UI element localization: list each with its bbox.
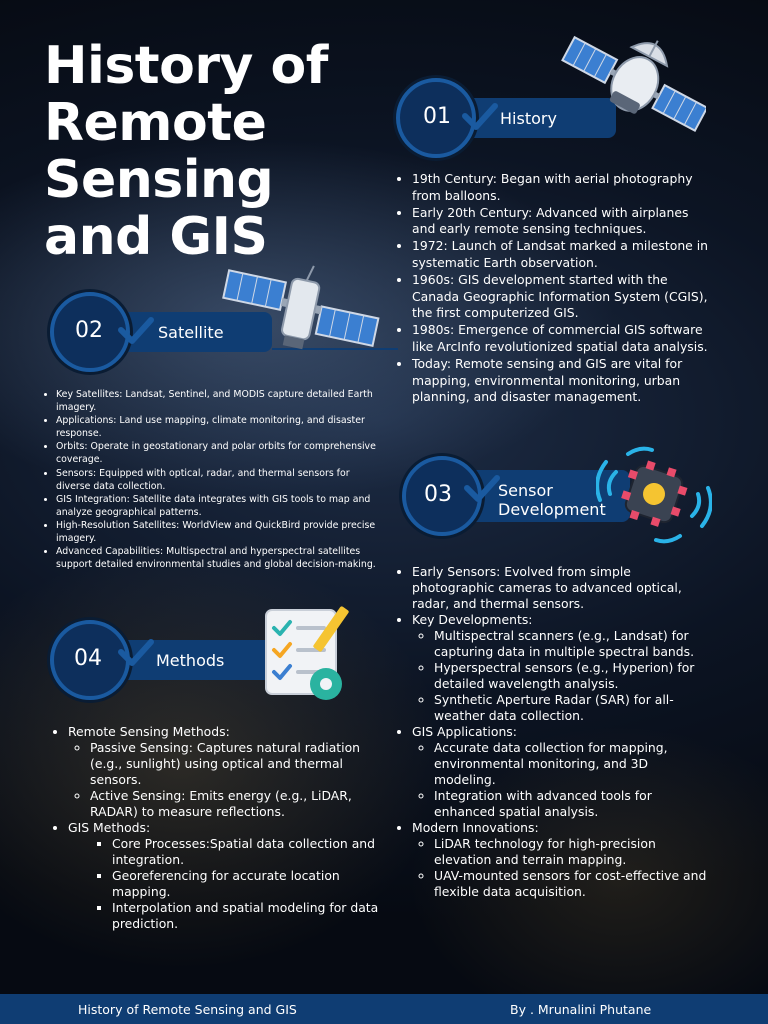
methods-list: Remote Sensing Methods: Passive Sensing:… (50, 724, 380, 932)
list-item: Key Satellites: Landsat, Sentinel, and M… (56, 388, 384, 414)
check-icon (462, 103, 498, 130)
list-item: 1980s: Emergence of commercial GIS softw… (412, 322, 712, 356)
list-item: 19th Century: Began with aerial photogra… (412, 171, 712, 205)
list-subitem: Integration with advanced tools for enha… (434, 788, 712, 820)
list-subitem: Synthetic Aperture Radar (SAR) for all-w… (434, 692, 712, 724)
list-subitem: Georeferencing for accurate location map… (112, 868, 380, 900)
section-badge-history: 01 History (396, 78, 626, 158)
checklist-icon (265, 606, 349, 700)
list-subitem: LiDAR technology for high-precision elev… (434, 836, 712, 868)
section-label: Methods (156, 651, 225, 670)
section-label: History (500, 109, 557, 128)
list-subitem: Interpolation and spatial modeling for d… (112, 900, 380, 932)
section-badge-methods: 04 Methods (50, 620, 290, 700)
list-item: Early 20th Century: Advanced with airpla… (412, 205, 712, 239)
check-icon (118, 639, 154, 666)
satellite-icon (222, 265, 380, 350)
list-item: Sensors: Equipped with optical, radar, a… (56, 467, 384, 493)
section-number: 04 (74, 646, 102, 671)
section-number: 02 (75, 318, 103, 343)
satellite-dish-icon (561, 35, 706, 132)
list-subitem: UAV-mounted sensors for cost-effective a… (434, 868, 712, 900)
list-item-title: Remote Sensing Methods: (68, 724, 230, 739)
list-item: Modern Innovations: LiDAR technology for… (412, 820, 712, 900)
history-list: 19th Century: Began with aerial photogra… (394, 171, 712, 406)
list-item: Remote Sensing Methods: Passive Sensing:… (68, 724, 380, 820)
check-icon (118, 317, 154, 344)
list-item: Applications: Land use mapping, climate … (56, 414, 384, 440)
list-subitem: Accurate data collection for mapping, en… (434, 740, 712, 788)
list-item: Advanced Capabilities: Multispectral and… (56, 545, 384, 571)
footer-author: By . Mrunalini Phutane (510, 1002, 652, 1017)
list-item: GIS Integration: Satellite data integrat… (56, 493, 384, 519)
list-item-title: GIS Applications: (412, 724, 517, 739)
check-icon (464, 475, 500, 502)
list-item: Key Developments: Multispectral scanners… (412, 612, 712, 724)
list-item: Early Sensors: Evolved from simple photo… (412, 564, 712, 612)
sensor-list: Early Sensors: Evolved from simple photo… (394, 564, 712, 900)
list-item: 1960s: GIS development started with the … (412, 272, 712, 322)
list-subitem: Multispectral scanners (e.g., Landsat) f… (434, 628, 712, 660)
list-item: GIS Applications: Accurate data collecti… (412, 724, 712, 820)
section-number: 01 (423, 104, 451, 129)
list-subitem: Active Sensing: Emits energy (e.g., LiDA… (90, 788, 380, 820)
section-label-line2: Development (498, 500, 606, 519)
list-subitem: Hyperspectral sensors (e.g., Hyperion) f… (434, 660, 712, 692)
list-item: 1972: Launch of Landsat marked a milesto… (412, 238, 712, 272)
list-subitem: Passive Sensing: Captures natural radiat… (90, 740, 380, 788)
list-subitem: Core Processes:Spatial data collection a… (112, 836, 380, 868)
list-item: Today: Remote sensing and GIS are vital … (412, 356, 712, 406)
list-item: High-Resolution Satellites: WorldView an… (56, 519, 384, 545)
footer-title: History of Remote Sensing and GIS (78, 1002, 297, 1017)
list-item-title: Key Developments: (412, 612, 533, 627)
connector-line (272, 348, 398, 350)
list-item: Orbits: Operate in geostationary and pol… (56, 440, 384, 466)
list-item: GIS Methods: Core Processes:Spatial data… (68, 820, 380, 932)
list-item-title: GIS Methods: (68, 820, 151, 835)
section-number: 03 (424, 482, 452, 507)
footer: History of Remote Sensing and GIS By . M… (0, 994, 768, 1024)
section-label: Satellite (158, 323, 224, 342)
page-title: History of Remote Sensing and GIS (44, 36, 328, 267)
list-item-title: Modern Innovations: (412, 820, 539, 835)
section-label-line1: Sensor (498, 481, 553, 500)
section-badge-satellite: 02 Satellite (50, 292, 280, 372)
satellite-list: Key Satellites: Landsat, Sentinel, and M… (44, 388, 384, 571)
chip-signal-icon (596, 446, 712, 544)
